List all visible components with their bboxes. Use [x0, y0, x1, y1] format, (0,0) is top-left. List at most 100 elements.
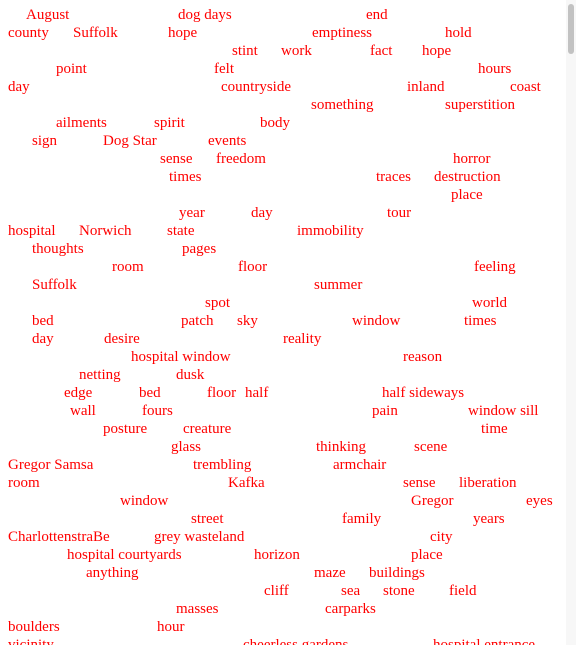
word-45: feeling: [474, 259, 516, 275]
word-87: street: [191, 511, 224, 527]
word-30: times: [169, 169, 202, 185]
word-90: CharlottenstraBe: [8, 529, 110, 545]
word-3: county: [8, 25, 49, 41]
word-24: sign: [32, 133, 58, 149]
word-62: edge: [64, 385, 93, 401]
word-96: anything: [86, 565, 139, 581]
word-8: stint: [232, 43, 258, 59]
word-39: state: [167, 223, 195, 239]
word-11: hope: [422, 43, 452, 59]
word-55: day: [32, 331, 54, 347]
word-26: events: [208, 133, 247, 149]
word-42: pages: [182, 241, 217, 257]
word-92: city: [430, 529, 453, 545]
word-68: fours: [142, 403, 173, 419]
word-13: felt: [214, 61, 234, 77]
word-10: fact: [370, 43, 393, 59]
word-34: year: [179, 205, 205, 221]
word-74: glass: [171, 439, 201, 455]
word-72: creature: [183, 421, 232, 437]
word-27: sense: [160, 151, 193, 167]
word-38: Norwich: [79, 223, 132, 239]
word-105: boulders: [8, 619, 60, 635]
word-33: place: [451, 187, 483, 203]
word-25: Dog Star: [103, 133, 157, 149]
word-95: place: [411, 547, 443, 563]
vertical-scrollbar[interactable]: [566, 0, 576, 645]
word-88: family: [342, 511, 382, 527]
word-108: cheerless gardens: [243, 637, 349, 645]
word-85: Gregor: [411, 493, 454, 509]
word-103: masses: [176, 601, 219, 617]
word-94: horizon: [254, 547, 300, 563]
word-22: spirit: [154, 115, 185, 131]
word-31: traces: [376, 169, 411, 185]
word-19: something: [311, 97, 374, 113]
word-80: room: [8, 475, 40, 491]
word-99: cliff: [264, 583, 289, 599]
word-23: body: [260, 115, 290, 131]
word-48: spot: [205, 295, 231, 311]
word-102: field: [449, 583, 477, 599]
word-77: Gregor Samsa: [8, 457, 94, 473]
word-69: pain: [372, 403, 398, 419]
word-12: point: [56, 61, 87, 77]
word-6: emptiness: [312, 25, 372, 41]
word-28: freedom: [216, 151, 266, 167]
scrollbar-thumb[interactable]: [568, 4, 574, 54]
word-47: summer: [314, 277, 363, 293]
word-91: grey wasteland: [154, 529, 245, 545]
word-58: hospital window: [131, 349, 231, 365]
word-65: half: [245, 385, 269, 401]
word-54: times: [464, 313, 497, 329]
word-41: thoughts: [32, 241, 84, 257]
word-61: dusk: [176, 367, 205, 383]
word-73: time: [481, 421, 508, 437]
word-52: sky: [237, 313, 258, 329]
word-70: window sill: [468, 403, 539, 419]
word-18: coast: [510, 79, 541, 95]
word-93: hospital courtyards: [67, 547, 182, 563]
word-101: stone: [383, 583, 415, 599]
word-44: floor: [238, 259, 268, 275]
word-64: floor: [207, 385, 237, 401]
word-104: carparks: [325, 601, 376, 617]
word-63: bed: [139, 385, 161, 401]
word-32: destruction: [434, 169, 501, 185]
word-35: day: [251, 205, 273, 221]
word-2: end: [366, 7, 388, 23]
word-5: hope: [168, 25, 198, 41]
word-36: tour: [387, 205, 412, 221]
word-50: bed: [32, 313, 54, 329]
word-1: dog days: [178, 7, 232, 23]
word-66: half sideways: [382, 385, 465, 401]
word-21: ailments: [56, 115, 107, 131]
word-79: armchair: [333, 457, 387, 473]
word-15: day: [8, 79, 30, 95]
word-9: work: [281, 43, 312, 59]
word-46: Suffolk: [32, 277, 77, 293]
word-71: posture: [103, 421, 148, 437]
word-109: hospital entrance: [433, 637, 536, 645]
word-76: scene: [414, 439, 448, 455]
word-56: desire: [104, 331, 140, 347]
word-7: hold: [445, 25, 472, 41]
word-59: reason: [403, 349, 443, 365]
word-107: vicinity: [8, 637, 54, 645]
word-0: August: [26, 7, 70, 23]
word-57: reality: [283, 331, 322, 347]
word-98: buildings: [369, 565, 425, 581]
word-75: thinking: [316, 439, 367, 455]
word-97: maze: [314, 565, 346, 581]
word-86: eyes: [526, 493, 553, 509]
word-29: horror: [453, 151, 491, 167]
word-49: world: [472, 295, 507, 311]
word-83: liberation: [459, 475, 517, 491]
word-82: sense: [403, 475, 436, 491]
word-60: netting: [79, 367, 121, 383]
word-78: trembling: [193, 457, 252, 473]
word-53: window: [352, 313, 401, 329]
word-20: superstition: [445, 97, 515, 113]
word-16: countryside: [221, 79, 291, 95]
